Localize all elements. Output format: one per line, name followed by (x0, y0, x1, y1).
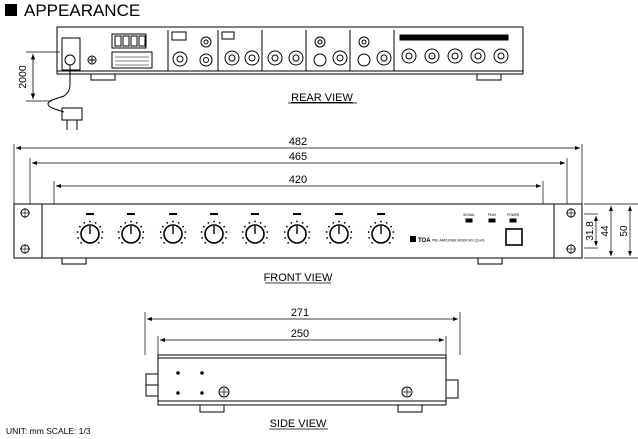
front-foot (477, 257, 503, 265)
rear-view (26, 26, 524, 130)
model-name: PRE-AMPLIFIER MIXER MX-113-AS (432, 239, 485, 243)
side-foot (199, 404, 225, 413)
side-view-dimensions (144, 312, 461, 355)
volume-knob[interactable] (283, 213, 311, 244)
power-plug-icon (61, 107, 83, 121)
rear-label-strip (399, 34, 509, 41)
rear-jack-icon (332, 50, 348, 66)
rear-jack-icon (288, 50, 304, 66)
peak-led-icon (488, 218, 496, 223)
volume-knob[interactable] (325, 213, 353, 244)
rear-jack-icon (244, 50, 260, 66)
mic-input-jack-icon (493, 48, 509, 64)
knob-label-mark (127, 213, 135, 215)
power-cord (47, 65, 71, 113)
knob-label-mark (86, 213, 94, 215)
front-view-caption: FRONT VIEW (264, 272, 333, 284)
side-panel-body (157, 354, 447, 406)
front-view-dimensions (13, 144, 583, 204)
rear-jack-icon (267, 50, 283, 66)
peak-label: PEAK (488, 213, 497, 217)
volume-knob[interactable] (200, 213, 228, 244)
volume-knobs (76, 213, 395, 244)
rear-cable-dimension: 2000 (17, 65, 29, 89)
side-foot (397, 404, 423, 413)
mic-input-jack-icon (401, 48, 417, 64)
signal-label: SIGNAL (463, 213, 475, 217)
knob-label-mark (210, 213, 218, 215)
front-dim-height-1: 31.8 (585, 221, 596, 241)
rear-jack-icon (199, 53, 213, 67)
page-title: APPEARANCE (24, 1, 140, 20)
rear-jack-icon (172, 51, 188, 67)
power-label: POWER (507, 213, 520, 217)
side-dim-body: 250 (291, 328, 309, 340)
rear-view-caption: REAR VIEW (291, 92, 353, 104)
knob-label-mark (169, 213, 177, 215)
volume-knob[interactable] (76, 213, 104, 244)
front-view (13, 203, 583, 265)
unit-scale-note: UNIT: mm SCALE: 1/3 (6, 426, 91, 436)
rear-jack-icon (224, 50, 240, 66)
power-led-icon (509, 218, 517, 223)
ground-screw-icon (87, 55, 97, 65)
mic-input-jack-icon (447, 48, 463, 64)
volume-knob[interactable] (241, 213, 269, 244)
title-square-icon (5, 4, 17, 16)
volume-knob[interactable] (367, 213, 395, 244)
front-dim-overall: 482 (289, 136, 307, 148)
mic-input-jack-icon (470, 48, 486, 64)
mic-input-jack-icon (424, 48, 440, 64)
knob-label-mark (377, 213, 385, 215)
rear-jack-icon (313, 53, 327, 67)
front-height-dimensions (584, 203, 638, 259)
rear-jack-icon (200, 36, 212, 48)
volume-knob[interactable] (117, 213, 145, 244)
power-button[interactable] (505, 228, 523, 246)
volume-knob[interactable] (159, 213, 187, 244)
side-rear-protrusion (445, 379, 459, 399)
rear-jack-icon (357, 53, 371, 67)
side-screw-icon (401, 386, 413, 398)
rear-power-inlet (61, 37, 81, 71)
rear-jack-icon (376, 50, 392, 66)
front-dim-body: 465 (289, 151, 307, 163)
rear-terminal-block (111, 33, 147, 49)
knob-label-mark (335, 213, 343, 215)
front-dim-holes: 420 (289, 174, 307, 186)
front-dim-height-2: 44 (600, 225, 611, 237)
signal-led-icon (465, 218, 473, 223)
rear-foot (476, 73, 502, 81)
toa-logo-icon (410, 236, 416, 242)
rear-foot (90, 73, 116, 81)
front-foot (61, 257, 87, 265)
knob-label-mark (293, 213, 301, 215)
side-screw-icon (218, 386, 230, 398)
side-dim-overall: 271 (291, 307, 309, 319)
rear-label-plate (111, 51, 153, 69)
knob-label-mark (251, 213, 259, 215)
front-dim-height-3: 50 (619, 225, 630, 237)
front-panel-body (41, 203, 555, 259)
brand-name: TOA (418, 238, 431, 244)
side-view (145, 354, 459, 413)
rear-jack-icon (314, 36, 326, 48)
rear-jack-icon (358, 36, 370, 48)
side-view-caption: SIDE VIEW (270, 418, 327, 430)
